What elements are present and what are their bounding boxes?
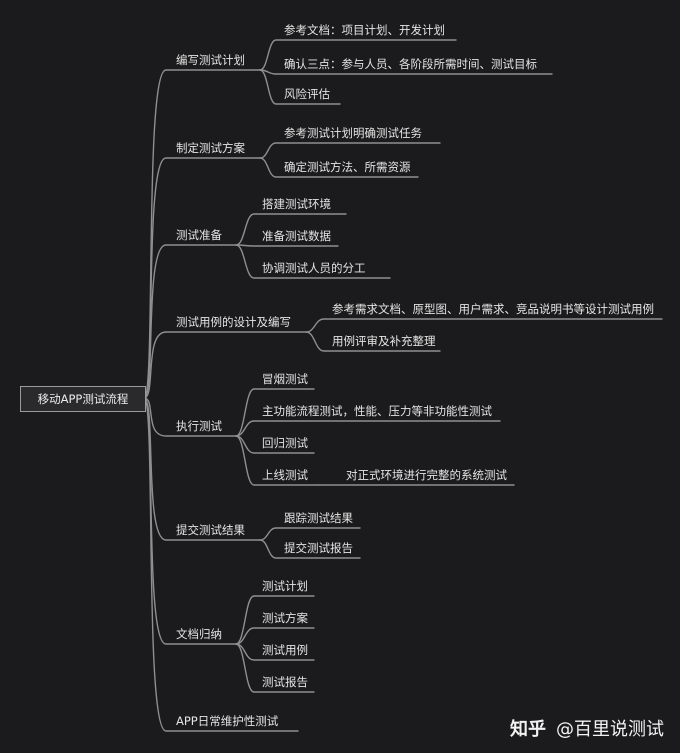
connector-line [259, 39, 457, 71]
connector-line [143, 244, 237, 399]
leaf-node: 冒烟测试 [262, 372, 308, 386]
leaf-node: 主功能流程测试，性能、压力等非功能性测试 [262, 404, 492, 418]
leaf-node: 测试方案 [262, 611, 308, 625]
leaf-node: 风险评估 [284, 87, 330, 101]
leaf-node: 参考需求文档、原型图、用户需求、竞品说明书等设计测试用例 [332, 302, 654, 316]
connector-line [259, 69, 341, 105]
connector-line [235, 435, 319, 486]
connector-line [235, 643, 315, 693]
connector-line [259, 142, 441, 159]
connector-line [259, 157, 419, 178]
leaf-node: 确定测试方法、所需资源 [284, 160, 411, 174]
branch-node: APP日常维护性测试 [176, 714, 279, 728]
leaf-node: 准备测试数据 [262, 229, 331, 243]
connector-line [235, 420, 501, 437]
leaf-node: 确认三点：参与人员、各阶段所需时间、测试目标 [284, 57, 537, 71]
leaf-node: 测试报告 [262, 675, 308, 689]
leaf-node: 测试用例 [262, 643, 308, 657]
watermark-brand: 知乎 [510, 719, 546, 740]
leaf-node: 协调测试人员的分工 [262, 261, 366, 275]
branch-node: 执行测试 [176, 419, 222, 433]
connector-line [259, 539, 361, 559]
leaf-node: 搭建测试环境 [262, 197, 331, 211]
connector-line [235, 213, 347, 246]
leaf-node: 参考测试计划明确测试任务 [284, 126, 422, 140]
leaf-note-node: 对正式环境进行完整的系统测试 [346, 468, 507, 482]
leaf-node: 提交测试报告 [284, 541, 353, 555]
branch-node: 测试准备 [176, 228, 222, 242]
connector-line [305, 318, 663, 333]
connector-line [305, 331, 441, 352]
root-node: 移动APP测试流程 [20, 386, 146, 412]
connector-line [259, 527, 361, 541]
leaf-node: 用例评审及补充整理 [332, 334, 436, 348]
connector-line [235, 627, 315, 645]
leaf-node: 回归测试 [262, 436, 308, 450]
connector-line [235, 388, 315, 437]
connector-line [143, 397, 299, 732]
connector-line [143, 397, 261, 541]
leaf-node: 跟踪测试结果 [284, 511, 353, 525]
connector-line [235, 244, 339, 247]
branch-node: 编写测试计划 [176, 53, 245, 67]
leaf-node: 参考文档：项目计划、开发计划 [284, 23, 445, 37]
branch-node: 制定测试方案 [176, 141, 245, 155]
connector-line [143, 397, 237, 437]
connector-line [235, 244, 391, 279]
branch-node: 提交测试结果 [176, 523, 245, 537]
branch-node: 测试用例的设计及编写 [176, 315, 291, 329]
connector-line [235, 595, 315, 645]
connector-line [143, 157, 261, 399]
leaf-node: 测试计划 [262, 579, 308, 593]
connector-line [143, 397, 237, 645]
watermark-author: @百里说测试 [556, 719, 664, 740]
connector-line [143, 331, 307, 399]
branch-node: 文档归纳 [176, 627, 222, 641]
watermark: 知乎 @百里说测试 [510, 715, 664, 741]
leaf-node: 上线测试 [262, 468, 308, 482]
